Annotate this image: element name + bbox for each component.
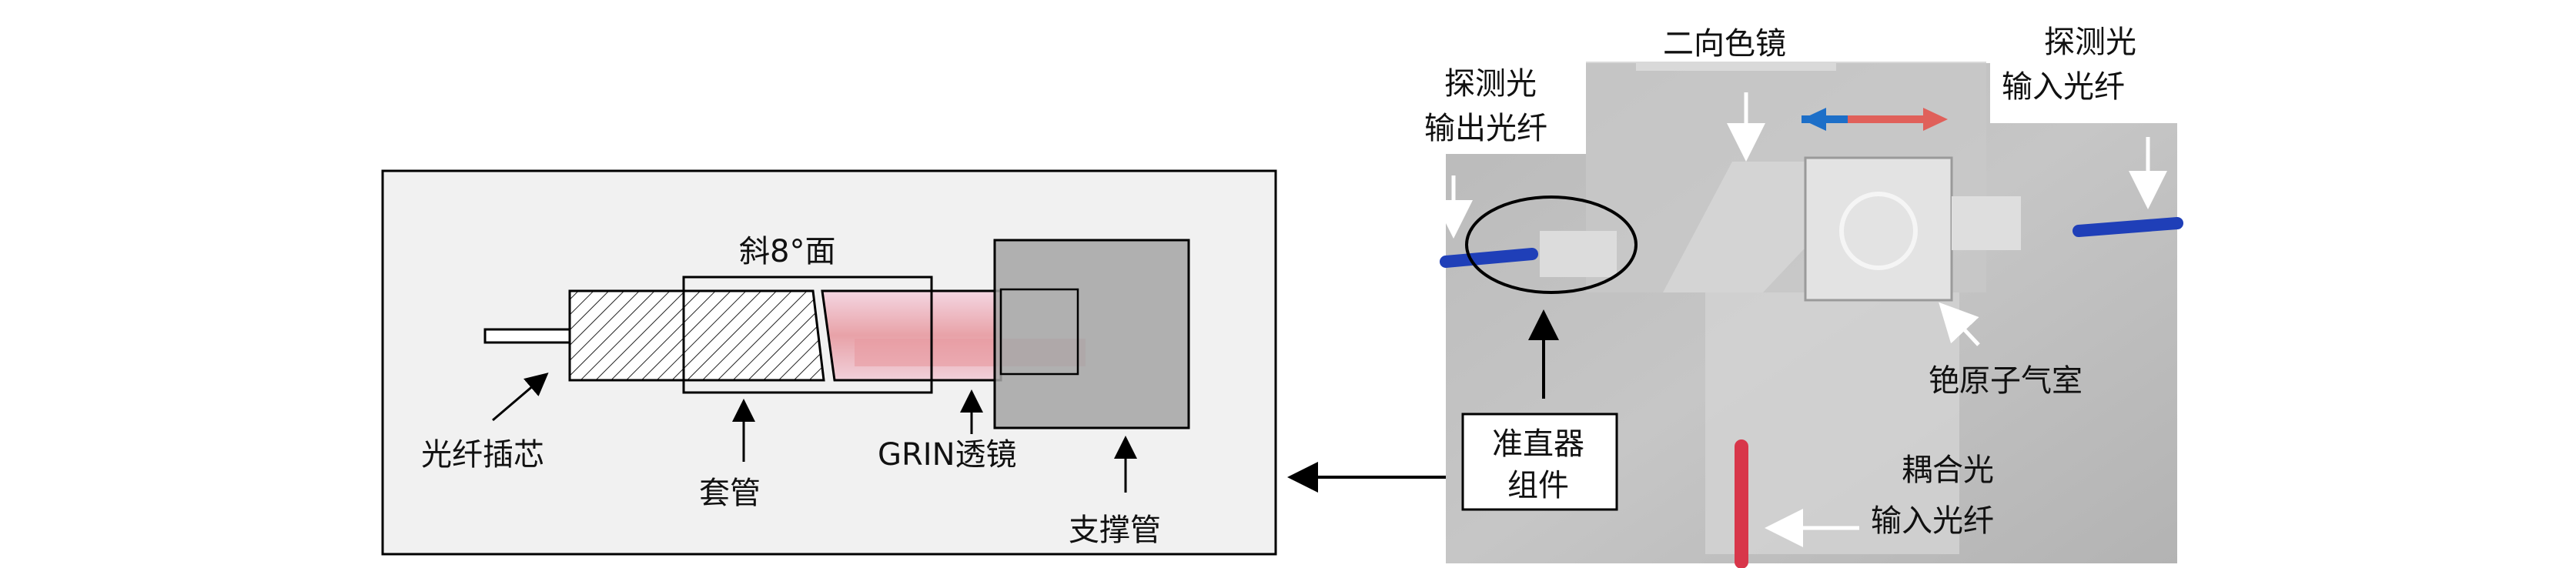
lens-outline-inside-tube [999,288,1079,376]
label-coupling-input-fiber-line2: 输入光纤 [1871,503,1994,539]
collimator-schematic-panel: 斜8°面 光纤插芯 套管 GRIN透镜 支撑管 [381,169,1277,556]
support-tube [993,239,1190,429]
cell-fiber-coupler [1952,196,2021,250]
photo-label-patch-center [1636,0,1836,71]
collimator-label-box [1461,413,1618,511]
label-grin-lens: GRIN透镜 [878,437,1017,473]
double-arrow-blue-head [1802,108,1826,131]
label-fiber-ferrule: 光纤插芯 [421,437,544,473]
grin-lens-body [821,289,1002,382]
probe-input-fiber [2073,217,2183,237]
label-dichroic-mirror: 二向色镜 [1663,26,1786,62]
label-probe-input-fiber-line2: 输入光纤 [2002,69,2125,105]
photo-label-patch-left [1424,0,1586,154]
collimator-highlight-ellipse [1465,195,1638,294]
label-probe-output-fiber-line2: 输出光纤 [1424,111,1547,146]
label-sleeve: 套管 [699,476,761,511]
label-probe-output-fiber-line1: 探测光 [1444,66,1537,102]
label-coupling-input-fiber-line1: 耦合光 [1902,453,1994,488]
probe-output-fiber [1440,248,1538,268]
fiber-ferrule-body [568,289,825,382]
label-collimator-line1: 准直器 [1492,426,1584,462]
label-probe-input-fiber-line1: 探测光 [2044,25,2136,60]
double-arrow-red-head [1923,108,1948,131]
apparatus-photo-panel: 探测光 输出光纤 二向色镜 探测光 输入光纤 铯原子气室 耦合光 输入光纤 准直… [1424,0,2191,568]
label-support-tube: 支撑管 [1069,513,1161,548]
pointer-cesium-cell [1939,302,1980,346]
collimator-body [1540,231,1617,277]
photo-label-patch-right [1990,0,2191,123]
pointer-fiber-ferrule [492,373,549,422]
label-slant-face: 斜8°面 [739,234,835,269]
sleeve-outline [682,276,933,394]
optical-fiber [483,328,583,344]
label-cesium-cell: 铯原子气室 [1929,363,2083,399]
label-collimator-line2: 组件 [1507,468,1569,503]
cesium-cell-window [1839,192,1918,270]
cesium-cell-body [1804,156,1953,302]
